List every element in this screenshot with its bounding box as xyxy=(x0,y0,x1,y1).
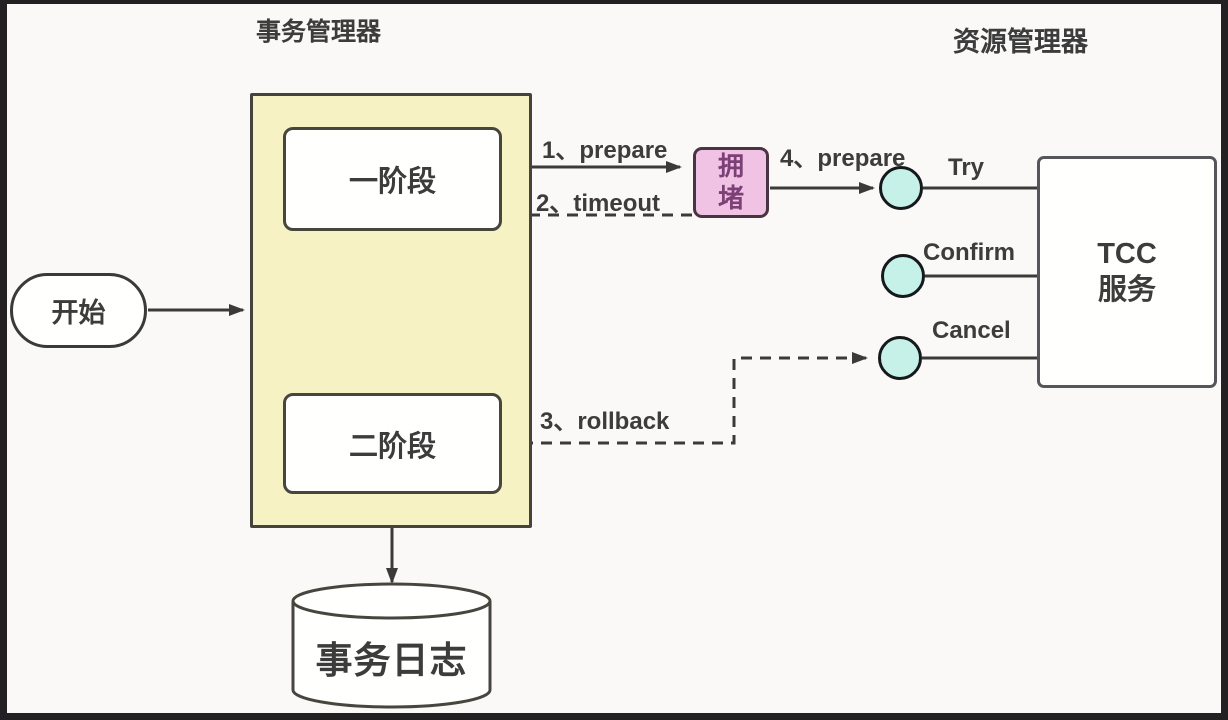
prepare4-label: 4、prepare xyxy=(780,145,906,172)
frame-edge-bottom xyxy=(0,713,1228,720)
phase1-node: 一阶段 xyxy=(283,127,502,231)
try-endpoint-circle xyxy=(879,166,923,210)
confirm-endpoint-circle xyxy=(881,254,925,298)
phase2-node: 二阶段 xyxy=(283,393,502,494)
rollback-label: 3、rollback xyxy=(540,408,670,435)
tcc-service-line2: 服务 xyxy=(1097,274,1156,306)
confirm-label: Confirm xyxy=(923,239,1015,266)
frame-edge-right xyxy=(1221,0,1228,720)
timeout-label: 2、timeout xyxy=(536,190,661,217)
frame-edge-top xyxy=(0,0,1228,4)
transaction-manager-title: 事务管理器 xyxy=(256,18,382,46)
tcc-service-node: TCC 服务 xyxy=(1037,156,1217,388)
resource-manager-title: 资源管理器 xyxy=(953,27,1088,57)
log-cylinder-top xyxy=(291,582,492,620)
frame-edge-left xyxy=(0,0,7,720)
congestion-node: 拥堵 xyxy=(693,147,769,218)
transaction-log-label: 事务日志 xyxy=(315,640,468,681)
cancel-endpoint-circle xyxy=(878,336,922,380)
tcc-service-line1: TCC xyxy=(1097,237,1157,270)
try-label: Try xyxy=(948,154,985,181)
congestion-label: 拥堵 xyxy=(717,151,744,213)
cancel-label: Cancel xyxy=(932,317,1011,344)
start-node: 开始 xyxy=(10,273,147,348)
prepare1-label: 1、prepare xyxy=(542,137,668,164)
